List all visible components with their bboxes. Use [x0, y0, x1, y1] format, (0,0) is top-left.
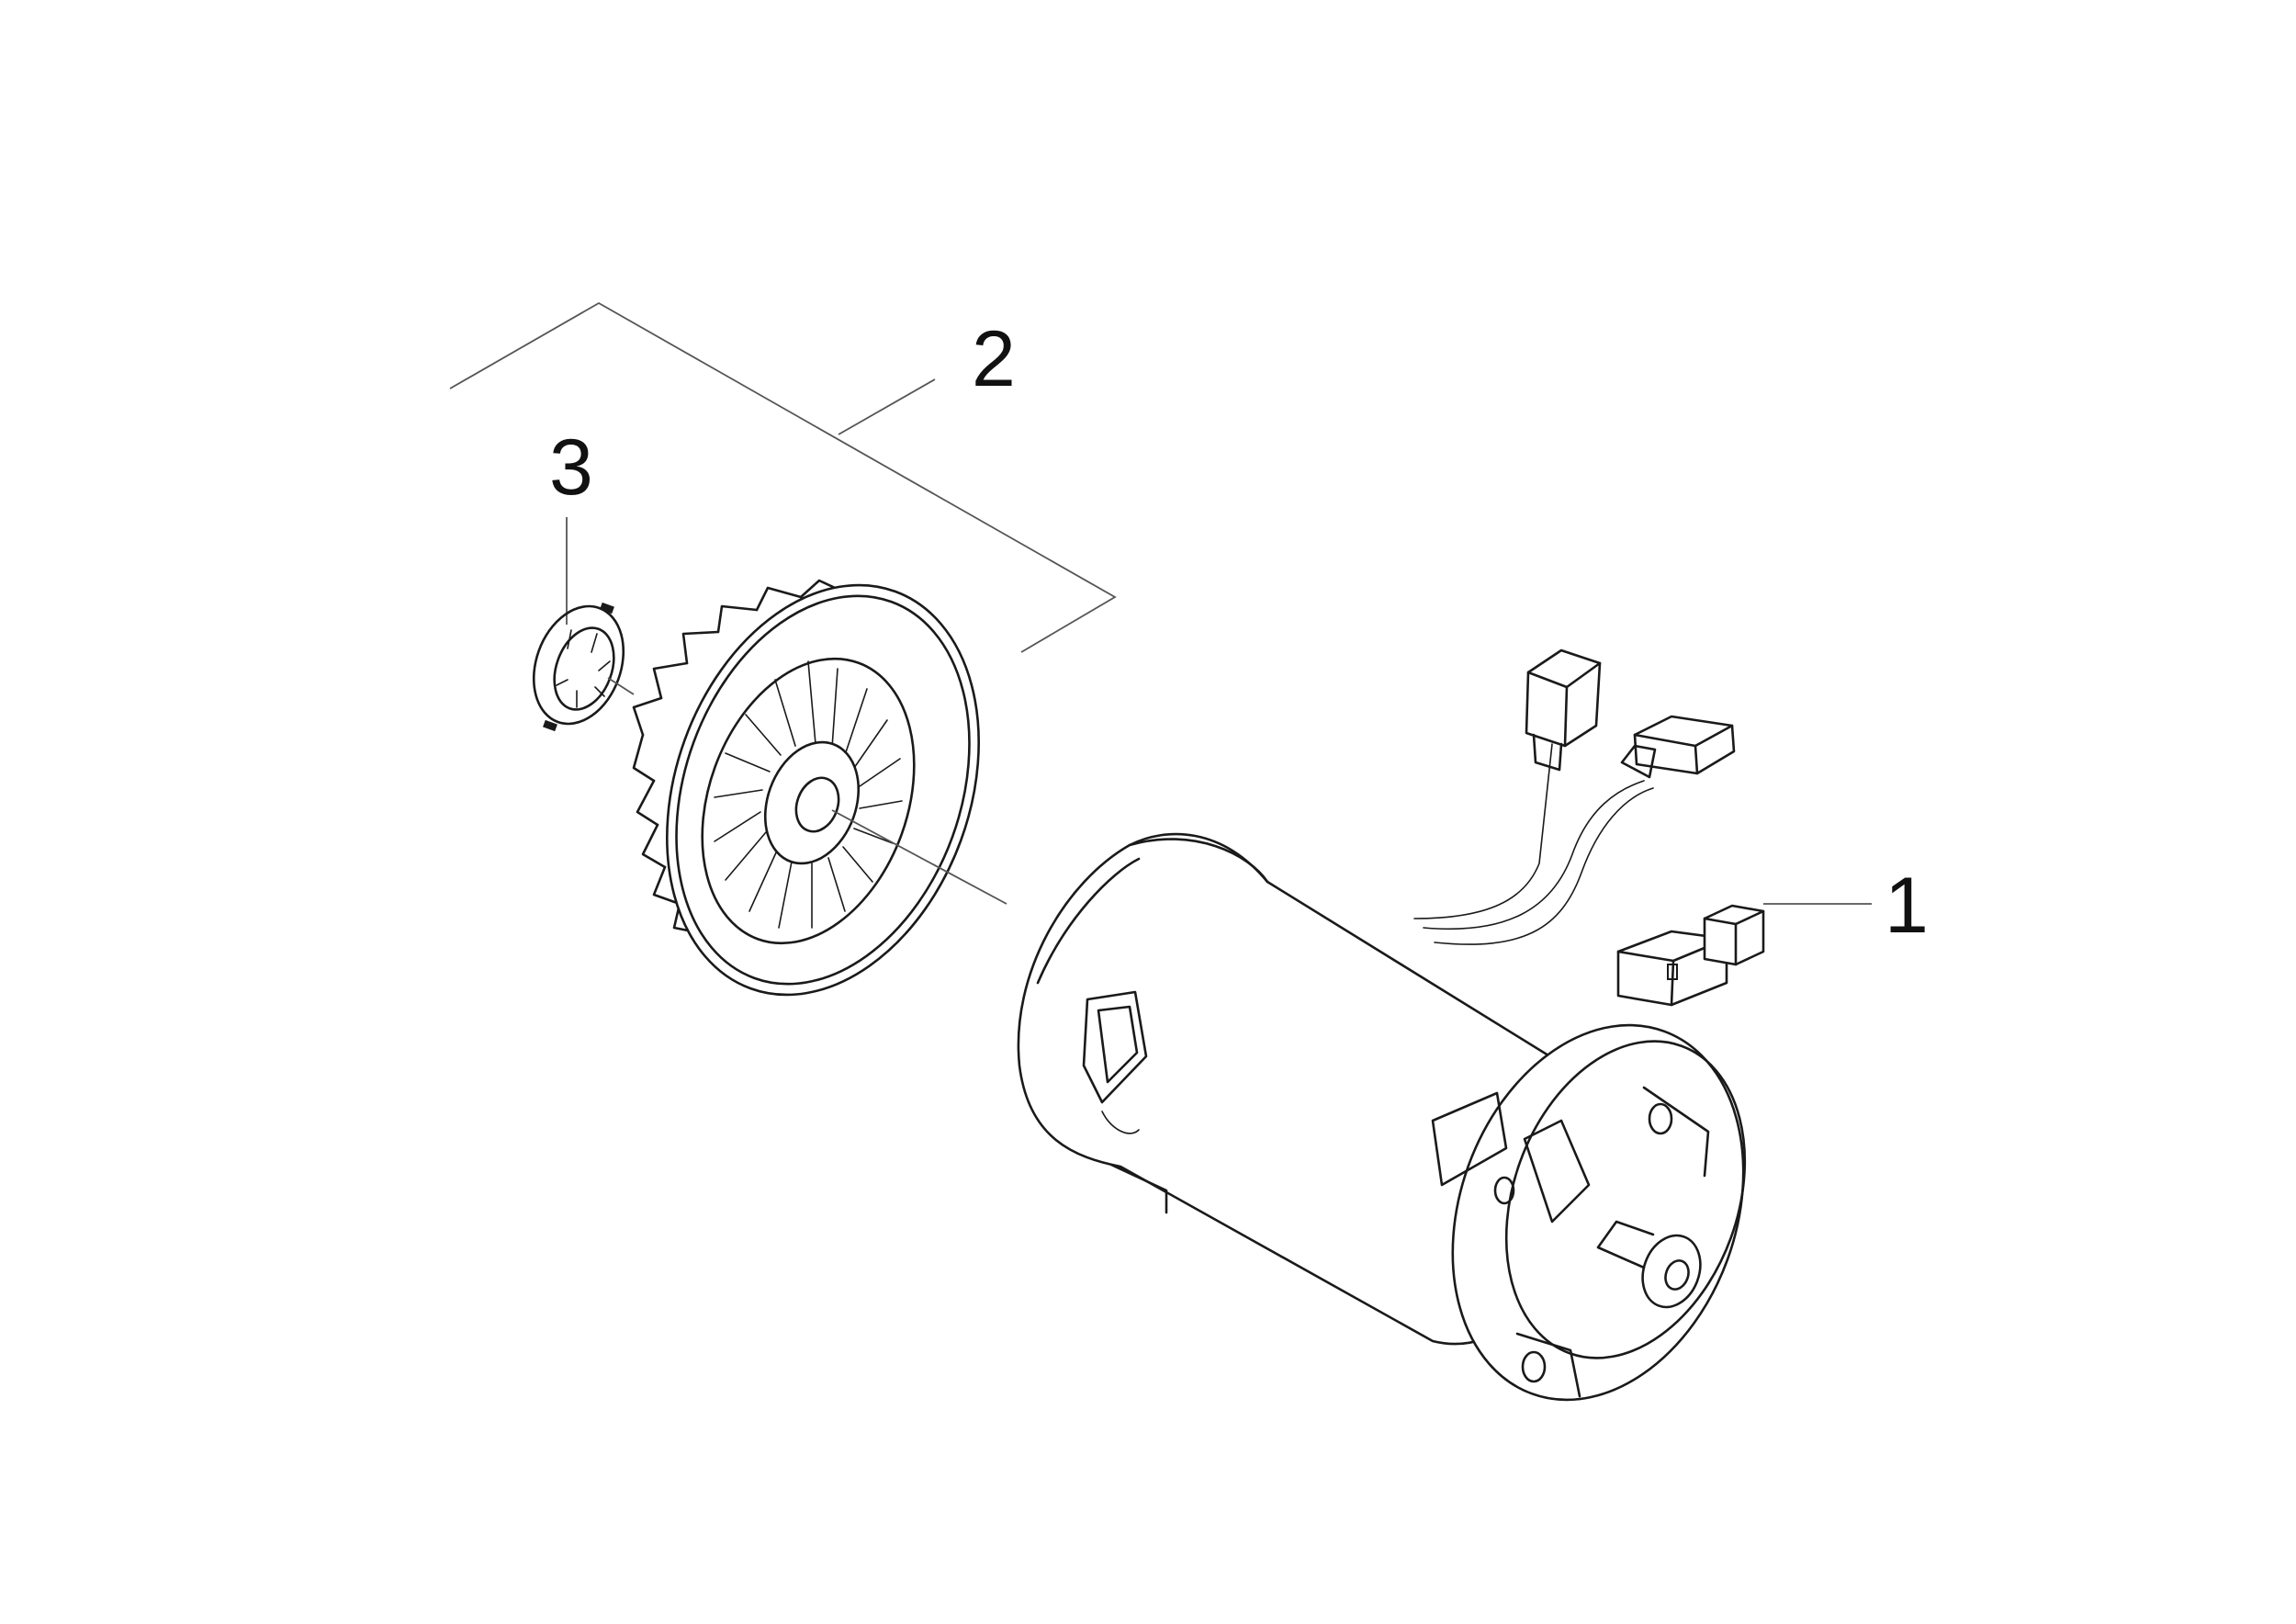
- fan-spokes: [714, 660, 903, 929]
- callout-2-label: 2: [972, 315, 1016, 403]
- fan-assembly-bracket: [449, 301, 1117, 653]
- fan-impeller[interactable]: [613, 541, 1033, 1039]
- callout-3-label: 3: [549, 423, 593, 512]
- callout-1-label: 1: [1885, 862, 1929, 950]
- retaining-ring[interactable]: [518, 517, 639, 737]
- carbon-brush[interactable]: [1616, 903, 1872, 1007]
- callout-2[interactable]: 2: [972, 315, 1016, 403]
- callout-1[interactable]: 1: [1885, 862, 1929, 950]
- wire-connector-upper: [1525, 648, 1602, 772]
- fan-blades: [632, 579, 849, 935]
- wire-connector-lower: [1620, 715, 1736, 779]
- motor-wire-leads: [1413, 743, 1654, 945]
- electric-motor[interactable]: [1017, 832, 1794, 1441]
- callout-3[interactable]: 3: [549, 423, 593, 512]
